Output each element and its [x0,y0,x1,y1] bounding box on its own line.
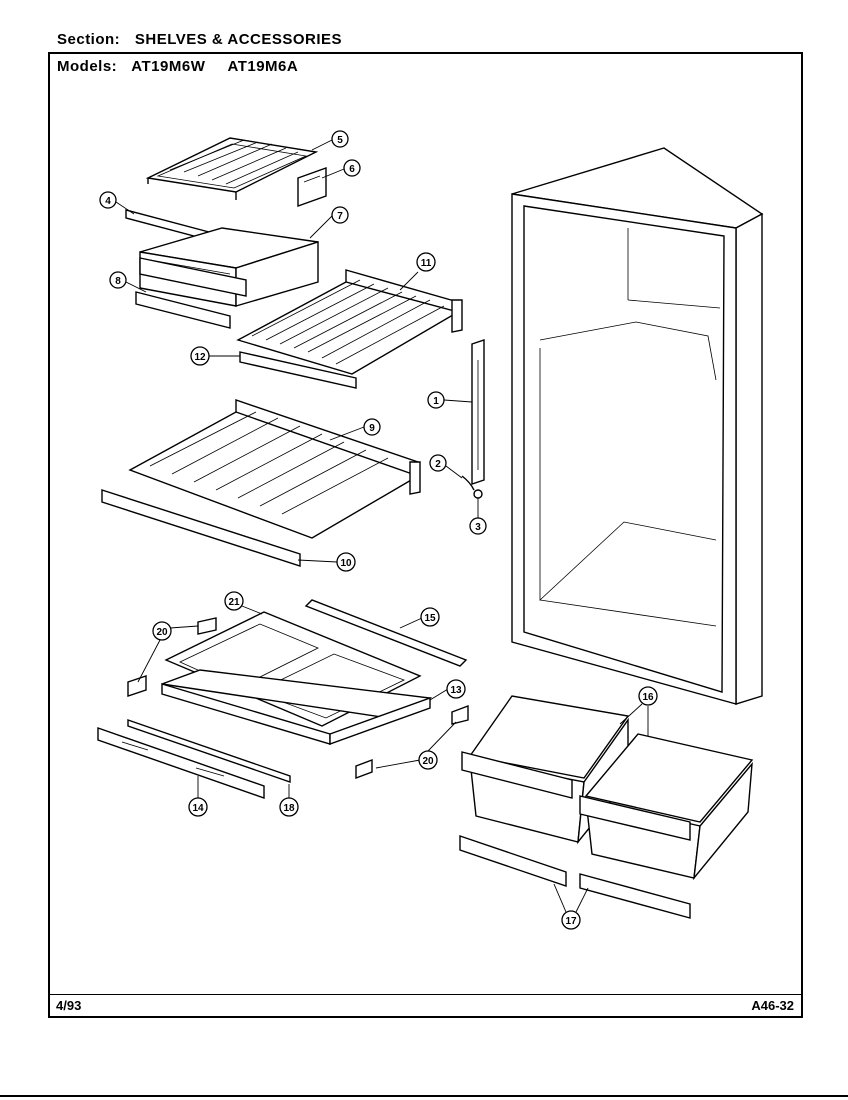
callout-5-label: 5 [337,135,343,146]
callout-18: 18 [279,784,299,817]
cover-support-right [451,704,469,725]
crisper-drawer-left [461,695,630,845]
callout-7-label: 7 [337,211,343,222]
cover-support-bottom-left [127,675,147,697]
drawer-front-trim [135,291,231,329]
ladder-clip [461,475,475,491]
callout-18-label: 18 [283,803,295,814]
crisper-cover-frame [161,669,433,745]
callout-20-lower-label: 20 [422,756,434,767]
shelf-bracket-top [297,167,327,207]
callout-9: 9 [329,418,381,441]
crisper-drawer-right [579,733,754,881]
callout-20-upper-label: 20 [156,627,168,638]
callout-9-label: 9 [369,423,375,434]
callout-15: 15 [399,607,440,629]
wire-shelf-lower [128,399,421,539]
callout-21-label: 21 [228,597,240,608]
crisper-cover-front-trim [97,727,265,799]
crisper-rail-right [579,873,691,919]
callout-13: 13 [429,679,466,701]
callout-20-upper: 20 [137,621,199,683]
ladder-screw [473,489,483,499]
model-number-2: AT19M6A [227,58,299,75]
diagram-frame [48,52,803,1018]
footer-date: 4/93 [56,998,82,1013]
callout-16-label: 16 [642,692,654,703]
crisper-cover-side-support [127,719,291,783]
callout-15-label: 15 [424,613,436,624]
callout-10: 10 [297,552,356,572]
cover-support-left [197,617,217,635]
callout-6-label: 6 [349,164,355,175]
callout-14: 14 [188,776,208,817]
section-key: Section: [57,31,121,48]
callout-17-label: 17 [565,916,577,927]
callout-5: 5 [311,130,349,151]
cover-support-bottom-right [355,758,373,780]
section-heading: Section: SHELVES & ACCESSORIES [57,31,342,48]
callout-12: 12 [190,346,240,366]
callout-8-label: 8 [115,276,121,287]
callout-3: 3 [469,498,487,535]
callout-2-label: 2 [435,459,441,470]
crisper-rail-left [459,835,567,887]
callout-14-label: 14 [192,803,204,814]
exploded-parts-diagram: 5 6 4 7 8 11 12 1 9 [97,130,764,930]
wire-shelf-upper [236,269,463,375]
callout-13-label: 13 [450,685,462,696]
callout-4-label: 4 [105,196,111,207]
wire-shelf-trim-lower [101,489,301,567]
callout-21: 21 [224,591,263,615]
callout-1: 1 [427,391,473,409]
callout-2: 2 [429,454,463,479]
callout-3-label: 3 [475,522,481,533]
callout-10-label: 10 [340,558,352,569]
callout-12-label: 12 [194,352,206,363]
crisper-cover-rear-support [304,599,468,667]
shelf-ladder [471,339,485,485]
glass-shelf-top [145,137,319,200]
callout-7: 7 [309,206,349,239]
footer-code: A46-32 [751,998,794,1013]
model-number-1: AT19M6W [131,58,206,75]
callout-20-lower: 20 [375,721,457,770]
callout-11-label: 11 [421,258,432,269]
meat-keeper-drawer [139,227,319,307]
footer-divider [50,994,801,995]
wire-shelf-trim-upper [239,351,357,389]
callout-4: 4 [99,191,135,215]
models-key: Models: [57,58,118,75]
callout-11: 11 [399,252,436,291]
section-value: SHELVES & ACCESSORIES [134,31,343,48]
models-heading: Models: AT19M6W AT19M6A [57,58,316,75]
callout-16: 16 [619,686,658,736]
callout-1-label: 1 [433,396,439,407]
callout-8: 8 [109,271,147,293]
refrigerator-cabinet [511,147,764,705]
callout-17: 17 [553,883,589,930]
callout-6: 6 [321,159,361,179]
page-bottom-rule [0,1095,848,1097]
